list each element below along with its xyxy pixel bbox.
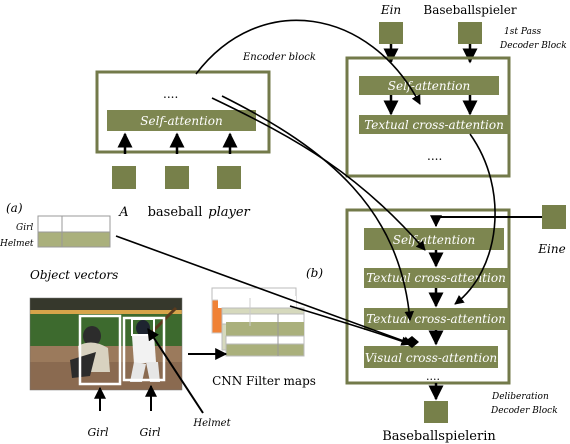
output-word-baseballspielerin: Baseballspielerin (382, 429, 496, 444)
deliberation-visual-cross-attention-label: Visual cross-attention (365, 351, 497, 365)
output-square-baseballspieler (458, 22, 482, 44)
photo-label-girl-1: Girl (87, 426, 109, 439)
object-vectors-panel: (a) Girl Helmet Object vectors (0, 201, 118, 282)
output-square-baseballspielerin (424, 401, 448, 423)
cnn-filter-maps: (b) CNN Filter maps (211, 266, 323, 388)
object-vectors-caption: Object vectors (30, 268, 118, 282)
deliberation-caption-line1: Deliberation (491, 392, 549, 402)
output-square-ein (379, 22, 403, 44)
cnn-caption: CNN Filter maps (212, 374, 316, 388)
first-pass-caption-line1: 1st Pass (504, 27, 541, 37)
deliberation-visual-cross-attention (364, 346, 498, 368)
token-embedding-a (112, 166, 136, 189)
token-embedding-player (217, 166, 241, 189)
token-player: player (208, 205, 250, 220)
visual-attention-junction (404, 336, 419, 348)
deliberation-self-attention-label: Self-attention (393, 233, 475, 247)
object-vector-helmet (37, 231, 111, 248)
first-pass-dots: .... (427, 149, 442, 163)
encoder-block: Encoder block .... Self-attention A base… (95, 52, 316, 220)
object-row-helmet: Helmet (0, 239, 34, 249)
input-square-eine (542, 205, 566, 229)
encoder-caption: Encoder block (242, 52, 316, 63)
baseball-photo (30, 298, 182, 390)
deliberation-self-attention (364, 228, 504, 250)
token-embedding-baseball (165, 166, 189, 189)
photo-label-girl-2: Girl (139, 426, 161, 439)
photo-label-helmet: Helmet (192, 418, 231, 429)
token-a: A (118, 205, 128, 220)
deliberation-textual-cross-attention-2 (364, 308, 509, 330)
first-pass-self-attention (359, 76, 499, 95)
first-pass-caption-line2: Decoder Block (499, 41, 567, 51)
deliberation-caption-line2: Decoder Block (490, 406, 558, 416)
encoder-self-attention (107, 110, 256, 131)
bbox-helmet (131, 318, 155, 336)
encoder-dots: .... (163, 87, 178, 101)
token-baseball: baseball (148, 205, 203, 220)
deliberation-decoder-block: Eine Self-attention Textual cross-attent… (345, 205, 566, 444)
deliberation-textual-cross-attention-1-label: Textual cross-attention (366, 271, 506, 285)
bbox-girl-catcher (78, 314, 122, 386)
deliberation-textual-cross-attention-2-label: Textual cross-attention (366, 312, 506, 326)
deliberation-textual-cross-attention-1 (364, 268, 509, 288)
first-pass-self-attention-label: Self-attention (388, 79, 470, 93)
encoder-self-attention-label: Self-attention (140, 114, 222, 128)
first-pass-textual-cross-attention-label: Textual cross-attention (364, 118, 504, 132)
panel-label-b: (b) (306, 266, 323, 280)
panel-label-a: (a) (6, 201, 23, 215)
object-row-girl: Girl (16, 223, 33, 233)
first-pass-textual-cross-attention (359, 115, 510, 134)
deliberation-dots: .... (426, 370, 440, 383)
attention-connections (115, 19, 496, 346)
input-word-eine: Eine (537, 242, 565, 256)
output-word-baseballspieler: Baseballspieler (423, 3, 516, 17)
first-pass-decoder-block: Ein Baseballspieler 1st Pass Decoder Blo… (345, 3, 567, 178)
output-word-ein: Ein (380, 3, 401, 17)
